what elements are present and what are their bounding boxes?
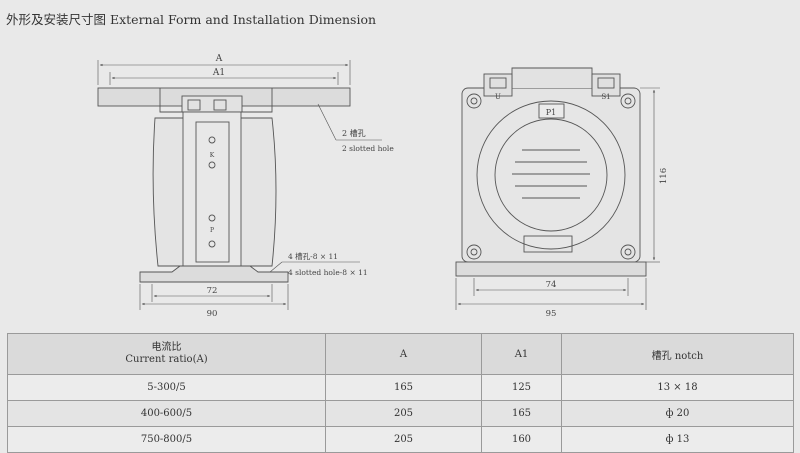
header-ratio-cn: 电流比 (151, 342, 182, 353)
dim-116-label: 116 (659, 168, 669, 184)
terminal-left-label: U (495, 93, 501, 101)
dim-A-label: A (215, 54, 223, 64)
cell-a1: 160 (481, 426, 562, 453)
cell-a1: 125 (481, 374, 562, 401)
header-a1: A1 (481, 333, 562, 375)
dimension-table: 电流比 Current ratio(A) A A1 槽孔 notch 5-300… (7, 333, 794, 453)
dim-74-label: 74 (546, 280, 557, 290)
mark-top: K (210, 152, 215, 159)
cell-ratio: 5-300/5 (7, 374, 326, 401)
technical-drawing: A A1 72 90 K P 2 槽孔 2 slotted hole 4 槽孔-… (97, 54, 669, 319)
dim-90-label: 90 (207, 309, 218, 319)
table-row: 750-800/5 205 160 ф 13 (7, 426, 794, 453)
cell-a: 205 (325, 426, 482, 453)
cell-notch: ф 13 (561, 426, 794, 453)
p1-label: P1 (546, 108, 556, 117)
cell-ratio: 750-800/5 (7, 426, 326, 453)
slot4-label-cn: 4 槽孔-8 × 11 (288, 251, 338, 261)
terminal-right-label: S1 (601, 93, 610, 101)
dim-72-label: 72 (207, 286, 218, 296)
slot4-label-en: 4 slotted hole-8 × 11 (288, 268, 368, 277)
front-view (455, 67, 660, 310)
dim-A1-label: A1 (212, 68, 225, 78)
header-current-ratio: 电流比 Current ratio(A) (7, 333, 326, 375)
cell-notch: 13 × 18 (561, 374, 794, 401)
cell-ratio: 400-600/5 (7, 400, 326, 427)
table-row: 400-600/5 205 165 ф 20 (7, 400, 794, 427)
table-row: 5-300/5 165 125 13 × 18 (7, 374, 794, 401)
page-title: 外形及安装尺寸图 External Form and Installation … (6, 12, 377, 27)
cell-notch: ф 20 (561, 400, 794, 427)
dim-95-label: 95 (546, 309, 557, 319)
header-ratio-en: Current ratio(A) (125, 354, 208, 365)
cell-a1: 165 (481, 400, 562, 427)
cell-a: 205 (325, 400, 482, 427)
slot-label-cn: 2 槽孔 (342, 128, 366, 138)
slot-label-en: 2 slotted hole (342, 144, 394, 153)
cell-a: 165 (325, 374, 482, 401)
header-notch: 槽孔 notch (561, 333, 794, 375)
side-view (97, 60, 382, 310)
table-header-row: 电流比 Current ratio(A) A A1 槽孔 notch (7, 333, 794, 375)
header-a: A (325, 333, 482, 375)
mark-bottom: P (210, 227, 214, 234)
